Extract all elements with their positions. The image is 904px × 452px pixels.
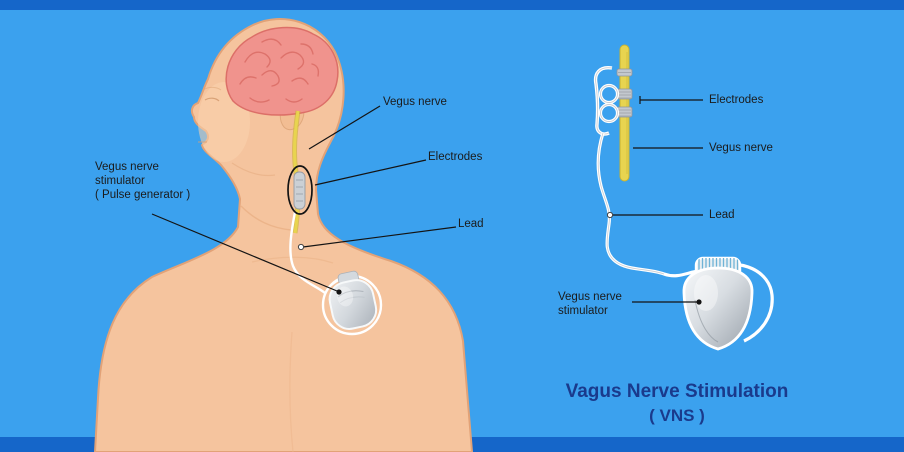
label-stimulator-left-line3: ( Pulse generator ) [95,189,191,201]
detail-pulse-generator [682,256,754,351]
label-stimulator-left: Vegus nerve stimulator ( Pulse generator… [95,160,190,202]
human-figure [94,18,473,452]
label-stimulator-right: Vegus nerve stimulator [558,290,622,318]
label-stimulator-right-line2: stimulator [558,305,608,317]
label-vagus-nerve-left: Vegus nerve [383,96,447,108]
leader-lines-left [151,105,457,295]
neck-electrode [287,165,313,215]
diagram-title-line1: Vagus Nerve Stimulation [565,381,789,402]
label-electrodes-right: Electrodes [709,94,764,106]
label-electrodes-left: Electrodes [428,151,483,163]
brain-illustration [225,26,339,116]
vagus-nerve-neck [292,110,301,234]
label-stimulator-right-line1: Vegus nerve [558,291,622,303]
label-lead-right: Lead [709,209,735,221]
label-stimulator-left-line1: Vegus nerve [95,161,159,173]
detail-electrode-assembly [593,66,633,136]
label-lead-left: Lead [458,218,484,230]
diagram-title: Vagus Nerve Stimulation ( VNS ) [546,381,808,426]
label-stimulator-left-line2: stimulator [95,175,145,187]
leader-lines-right [606,96,703,305]
diagram-title-line2: ( VNS ) [649,406,705,425]
label-vagus-nerve-right: Vegus nerve [709,142,773,154]
top-border-bar [0,0,904,10]
